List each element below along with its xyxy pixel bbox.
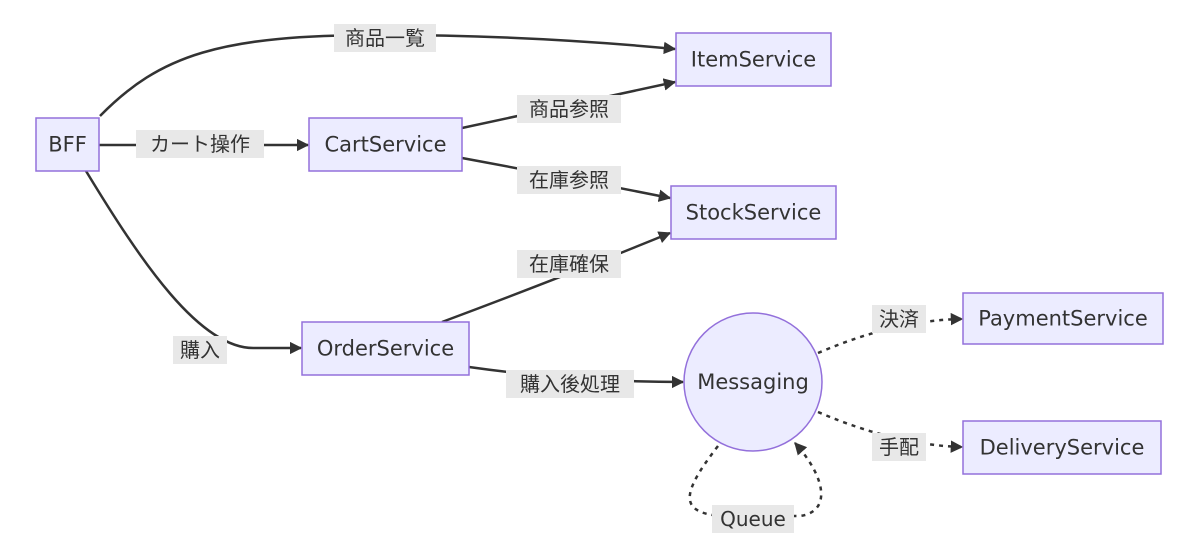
edge-bff-to-order [84, 170, 303, 355]
edge-label-text: 手配 [879, 435, 919, 459]
edge-label-text: 商品一覧 [345, 26, 425, 50]
node-label: OrderService [317, 337, 454, 361]
node-label: BFF [48, 133, 87, 157]
edge-label-bff-to-item: 商品一覧 [334, 24, 436, 52]
edge-label-text: 在庫参照 [529, 168, 609, 192]
edge-label-messaging-loop: Queue [712, 505, 794, 533]
edge-label-order-to-messaging: 購入後処理 [506, 370, 634, 398]
node-label: StockService [686, 201, 822, 225]
edge-label-order-to-stock: 在庫確保 [517, 250, 621, 278]
node-item-service[interactable]: ItemService [675, 32, 832, 87]
node-label: DeliveryService [980, 436, 1145, 460]
node-label: Messaging [697, 370, 809, 394]
edge-label-text: 購入 [180, 338, 220, 362]
edge-label-text: 購入後処理 [520, 372, 620, 396]
nodes: BFF CartService ItemService StockService… [35, 32, 1164, 475]
edge-label-text: 決済 [879, 307, 919, 331]
node-cart-service[interactable]: CartService [308, 117, 463, 172]
edge-label-cart-to-item: 商品参照 [517, 95, 621, 123]
edge-label-text: カート操作 [150, 132, 250, 156]
node-payment-service[interactable]: PaymentService [962, 292, 1164, 345]
node-delivery-service[interactable]: DeliveryService [962, 420, 1162, 475]
edge-label-bff-to-order: 購入 [173, 336, 227, 364]
edge-label-text: Queue [720, 507, 786, 531]
edge-label-messaging-to-payment: 決済 [872, 305, 926, 333]
edge-label-bff-to-cart: カート操作 [136, 130, 264, 158]
edge-messaging-to-payment [817, 312, 964, 355]
node-order-service[interactable]: OrderService [301, 321, 470, 376]
node-label: PaymentService [978, 307, 1148, 331]
node-stock-service[interactable]: StockService [670, 185, 837, 240]
edge-labels: 商品一覧 カート操作 購入 商品参照 在庫参照 在庫確保 購入後処理 決済 [136, 24, 926, 533]
edge-label-text: 在庫確保 [529, 252, 609, 276]
node-label: CartService [324, 133, 446, 157]
node-bff[interactable]: BFF [35, 117, 100, 172]
edge-label-text: 商品参照 [529, 97, 609, 121]
edge-label-cart-to-stock: 在庫参照 [517, 166, 621, 194]
edge-label-messaging-to-delivery: 手配 [872, 433, 926, 461]
node-label: ItemService [691, 48, 816, 72]
edge-messaging-to-delivery [817, 410, 964, 453]
node-messaging[interactable]: Messaging [683, 312, 823, 452]
